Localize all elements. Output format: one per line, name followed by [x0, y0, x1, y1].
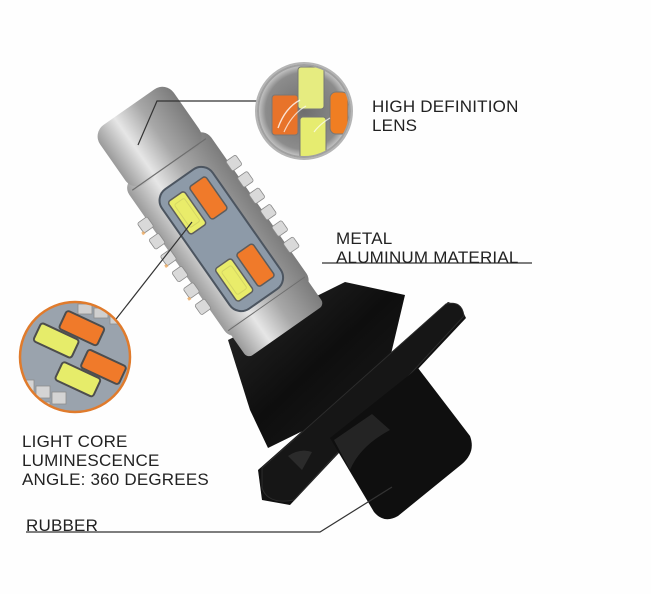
leader-lens — [137, 100, 258, 146]
leader-lines — [26, 100, 532, 533]
led-chip-zoom-circle — [18, 300, 132, 414]
leader-rubber — [26, 486, 393, 533]
callout-rubber-line-1: RUBBER — [26, 516, 99, 535]
callout-lens: HIGH DEFINITION LENS — [372, 97, 519, 135]
callout-lens-line-1: HIGH DEFINITION — [372, 97, 519, 116]
callout-metal-line-2: ALUMINUM MATERIAL — [336, 248, 519, 267]
callout-metal-line-1: METAL — [336, 229, 393, 248]
lens-zoom-circle — [255, 62, 353, 160]
callout-light-core: LIGHT CORE LUMINESCENCE ANGLE: 360 DEGRE… — [22, 432, 209, 489]
leader-core — [112, 221, 193, 324]
aluminum-body — [97, 86, 323, 357]
callout-rubber: RUBBER — [26, 516, 98, 535]
callout-core-line-1: LIGHT CORE — [22, 432, 128, 451]
rubber-base — [228, 282, 472, 520]
callout-core-line-3: ANGLE: 360 DEGREES — [22, 470, 209, 489]
callout-metal: METAL ALUMINUM MATERIAL — [336, 229, 519, 267]
callout-lens-line-2: LENS — [372, 116, 418, 135]
callout-core-line-2: LUMINESCENCE — [22, 451, 160, 470]
